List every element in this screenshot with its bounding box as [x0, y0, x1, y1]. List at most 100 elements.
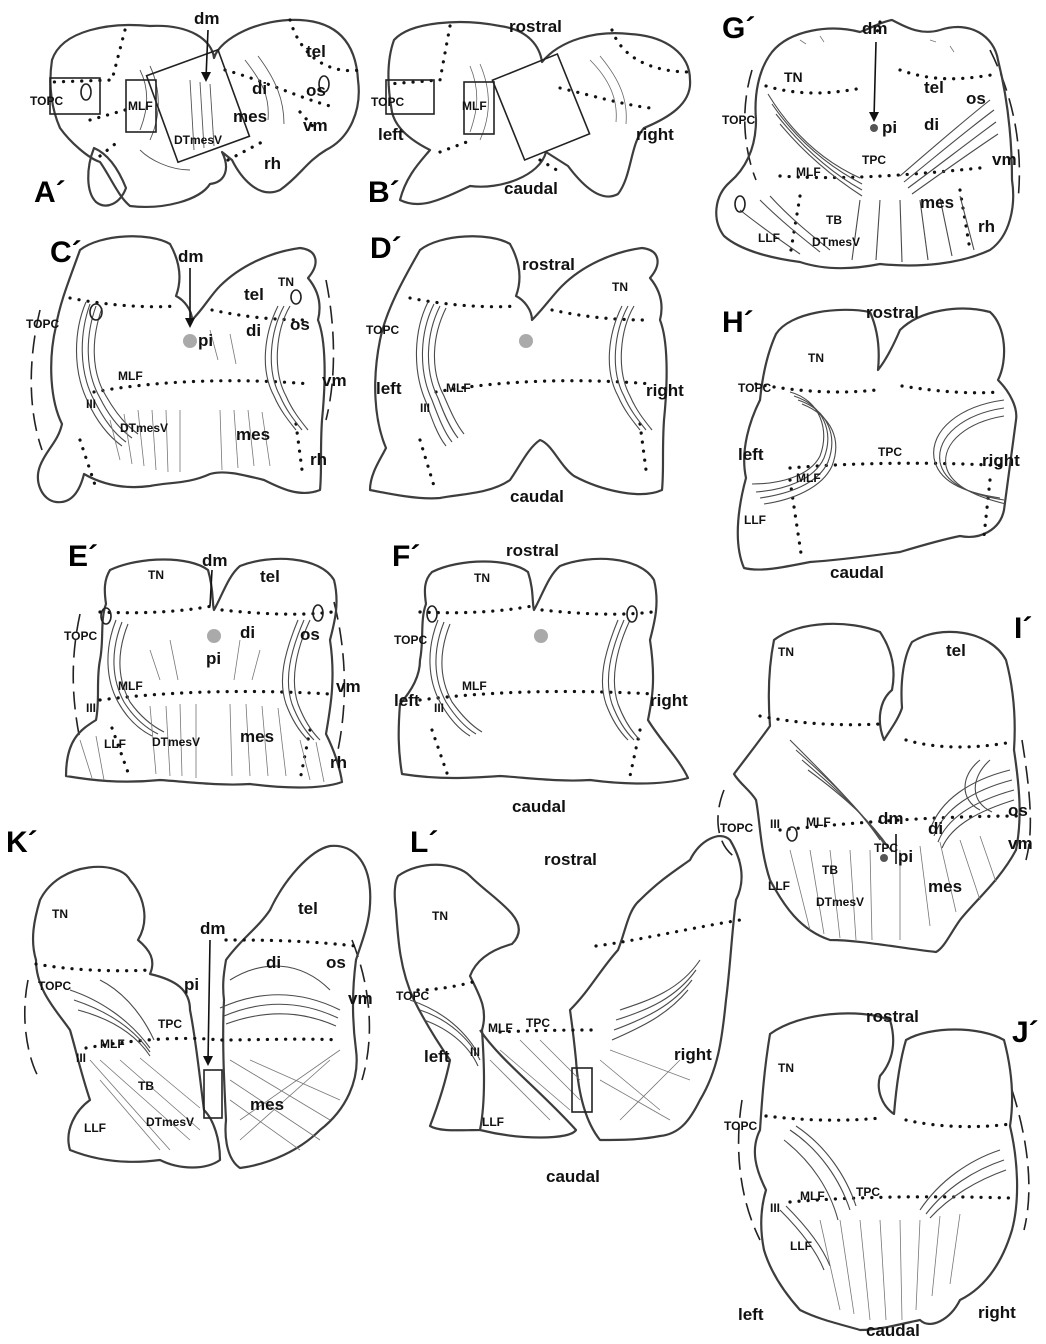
panel-j-mlf-label: MLF	[800, 1189, 825, 1203]
panel-g-mes-label: mes	[920, 193, 954, 212]
panel-i-tn-label: TN	[778, 645, 794, 659]
panel-k-vm-label: vm	[348, 989, 373, 1008]
panel-c-tn-label: TN	[278, 275, 294, 289]
panel-a-tel-label: tel	[306, 42, 326, 61]
panel-k-pi-label: pi	[184, 975, 199, 994]
panel-i-os-label: os	[1008, 801, 1028, 820]
panel-j-letter: J´	[1012, 1016, 1039, 1049]
panel-i-tb-label: TB	[822, 863, 838, 877]
panel-c-tel-label: tel	[244, 285, 264, 304]
panel-a-mlf-label: MLF	[128, 99, 153, 113]
panel-h-letter: H´	[722, 306, 754, 339]
panel-b-caudal-label: caudal	[504, 179, 558, 198]
panel-l: rostral TN TOPC MLF TPC left III right L…	[395, 826, 742, 1186]
panel-i: TN tel dm TOPC di os pi TPC III MLF vm T…	[718, 612, 1033, 952]
panel-e: TN dm tel TOPC di os pi MLF vm III mes L…	[64, 540, 361, 788]
panel-e-di-label: di	[240, 623, 255, 642]
panel-l-mlf-label: MLF	[488, 1021, 513, 1035]
panel-d-rostral-label: rostral	[522, 255, 575, 274]
panel-i-dtmesv-label: DTmesV	[816, 895, 864, 909]
panel-g-tpc-label: TPC	[862, 153, 886, 167]
panel-d-topc-label: TOPC	[366, 323, 399, 337]
panel-d: rostral TN TOPC left MLF III right cauda…	[366, 232, 684, 506]
panel-k-mlf-label: MLF	[100, 1037, 125, 1051]
panel-i-llf-label: LLF	[768, 879, 790, 893]
panel-f-iii-label: III	[434, 701, 444, 715]
panel-l-caudal-label: caudal	[546, 1167, 600, 1186]
panel-g-os-label: os	[966, 89, 986, 108]
panel-i-dm-label: dm	[878, 809, 904, 828]
panel-i-mlf-label: MLF	[806, 815, 831, 829]
panel-g-rh-label: rh	[978, 217, 995, 236]
panel-k: TN dm tel di os TOPC pi vm TPC MLF III T…	[6, 826, 373, 1168]
panel-g-pi-label: pi	[882, 118, 897, 137]
panel-i-topc-label: TOPC	[720, 821, 753, 835]
panel-b-letter: B´	[368, 176, 400, 209]
panel-k-tb-label: TB	[138, 1079, 154, 1093]
panel-c-rh-label: rh	[310, 450, 327, 469]
panel-e-llf-label: LLF	[104, 737, 126, 751]
panel-j-tpc-label: TPC	[856, 1185, 880, 1199]
panel-j-left-label: left	[738, 1305, 764, 1324]
panel-h: rostral TN TOPC left TPC right MLF LLF c…	[722, 303, 1020, 582]
panel-g-dtmesv-label: DTmesV	[812, 235, 860, 249]
panel-h-caudal-label: caudal	[830, 563, 884, 582]
panel-d-mlf-label: MLF	[446, 381, 471, 395]
panel-h-right-label: right	[982, 451, 1020, 470]
panel-b-topc-label: TOPC	[371, 95, 404, 109]
panel-j-llf-label: LLF	[790, 1239, 812, 1253]
panel-d-iii-label: III	[420, 401, 430, 415]
panel-l-rostral-label: rostral	[544, 850, 597, 869]
panel-a-rh-label: rh	[264, 154, 281, 173]
panel-d-caudal-label: caudal	[510, 487, 564, 506]
panel-k-mes-label: mes	[250, 1095, 284, 1114]
panel-k-dtmesv-label: DTmesV	[146, 1115, 194, 1129]
panel-e-mes-label: mes	[240, 727, 274, 746]
panel-i-iii-label: III	[770, 817, 780, 831]
panel-c-di-label: di	[246, 321, 261, 340]
panel-i-tpc-label: TPC	[874, 841, 898, 855]
panel-e-iii-label: III	[86, 701, 96, 715]
panel-k-letter: K´	[6, 826, 38, 859]
panel-j-iii-label: III	[770, 1201, 780, 1215]
panel-e-tel-label: tel	[260, 567, 280, 586]
panel-e-dm-label: dm	[202, 551, 228, 570]
panel-h-mlf-label: MLF	[796, 471, 821, 485]
panel-b-right-label: right	[636, 125, 674, 144]
panel-e-letter: E´	[68, 540, 98, 573]
panel-g-tn-label: TN	[784, 69, 803, 85]
panel-g-topc-label: TOPC	[722, 113, 755, 127]
panel-g-tb-label: TB	[826, 213, 842, 227]
panel-g-letter: G´	[722, 12, 755, 45]
panel-l-left-label: left	[424, 1047, 450, 1066]
panel-f-tn-label: TN	[474, 571, 490, 585]
panel-f: rostral TN TOPC left MLF III right cauda…	[392, 540, 688, 816]
panel-g-mlf-label: MLF	[796, 165, 821, 179]
panel-d-tn-label: TN	[612, 280, 628, 294]
panel-j: rostral TN TOPC MLF TPC III LLF left cau…	[724, 1007, 1039, 1340]
panel-c-vm-label: vm	[322, 371, 347, 390]
panel-g-llf-label: LLF	[758, 231, 780, 245]
panel-i-di-label: di	[928, 819, 943, 838]
panel-k-os-label: os	[326, 953, 346, 972]
panel-d-left-label: left	[376, 379, 402, 398]
panel-l-tn-label: TN	[432, 909, 448, 923]
panel-a-vm-label: vm	[303, 116, 328, 135]
panel-f-rostral-label: rostral	[506, 541, 559, 560]
panel-e-mlf-label: MLF	[118, 679, 143, 693]
panel-h-topc-label: TOPC	[738, 381, 771, 395]
panel-j-caudal-label: caudal	[866, 1321, 920, 1340]
panel-a-os-label: os	[306, 81, 326, 100]
panel-k-di-label: di	[266, 953, 281, 972]
panel-e-pi-label: pi	[206, 649, 221, 668]
panel-c-iii-label: III	[86, 397, 96, 411]
panel-c: dm TN tel TOPC pi di os MLF vm III DTmes…	[26, 236, 347, 502]
panel-a-di-label: di	[252, 79, 267, 98]
panel-g-dm-label: dm	[862, 19, 888, 38]
panel-l-topc-label: TOPC	[396, 989, 429, 1003]
panel-h-rostral-label: rostral	[866, 303, 919, 322]
panel-e-vm-label: vm	[336, 677, 361, 696]
panel-a: dm tel di os TOPC MLF mes vm DTmesV rh A…	[30, 9, 360, 209]
panel-c-pi-label: pi	[198, 331, 213, 350]
